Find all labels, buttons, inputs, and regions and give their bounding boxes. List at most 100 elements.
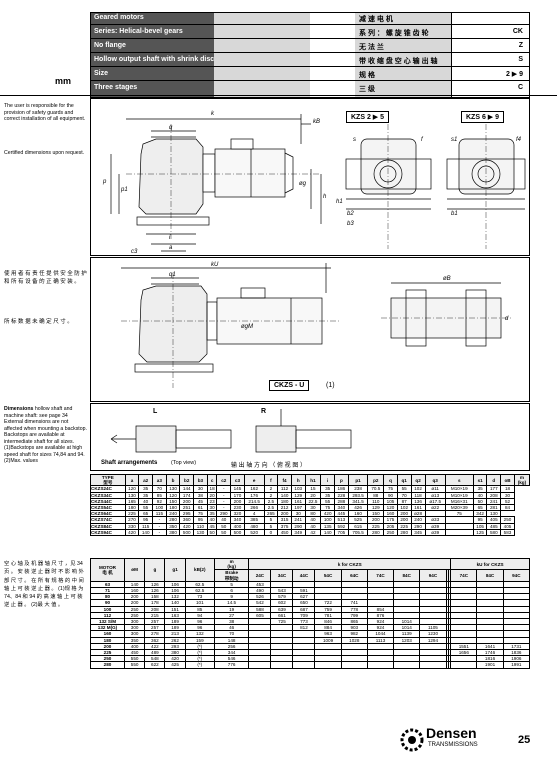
table-cell: 62.5 (184, 580, 215, 589)
header-en: Size (94, 70, 109, 77)
table-cell: 420 (124, 528, 140, 537)
header-en: No flange (94, 42, 126, 49)
header-row: No flange 无 法 兰 Z (91, 41, 529, 53)
table-cell: 45 (193, 497, 208, 506)
table-cell: 52 (500, 497, 515, 506)
table-cell: 405 (500, 522, 515, 530)
g1-header: g1 (164, 558, 186, 582)
table-cell: 18 (500, 485, 515, 493)
table-cell: (*) (184, 655, 215, 663)
table-header-cell: s (444, 473, 474, 487)
table-header-cell: c2 (216, 473, 232, 487)
dim-h1: h1 (336, 199, 343, 205)
table-cell: M10×19 (444, 485, 474, 493)
table-cell: 0 (263, 528, 279, 537)
unit-label: mm (55, 76, 72, 86)
table-cell (248, 661, 272, 669)
table-cell: 615 (347, 522, 369, 530)
table-cell: 150 (367, 510, 385, 518)
dim-s1: s1 (451, 137, 458, 143)
table-cell (292, 661, 316, 669)
arrangement-r: R (261, 408, 267, 415)
table-cell: 280 (367, 528, 385, 537)
table-cell: 500 (230, 528, 245, 537)
dim-oB: øB (443, 276, 451, 282)
table-cell (450, 661, 478, 669)
table-cell: 293 (164, 642, 186, 651)
kU-col-header: 94C (502, 569, 531, 582)
table-cell: (*) (184, 661, 215, 669)
table-cell: 580 (486, 528, 502, 537)
dim-b2: b2 (347, 211, 354, 217)
k-col-header: 64C (340, 569, 368, 582)
motor-header: MOTOR 电 机 (90, 558, 125, 582)
gearmotor-drawing (110, 114, 526, 252)
header-code: S (518, 56, 523, 63)
table-cell (444, 528, 474, 537)
table-cell: 40 (304, 516, 322, 524)
table-cell: 500 (179, 528, 195, 537)
table-header-cell: i (320, 473, 336, 487)
table-header-cell: f (263, 473, 279, 487)
dim-gM: øgM (241, 324, 253, 330)
table-cell: M20×39 (444, 503, 474, 512)
dim-h: h (323, 194, 327, 200)
table-cell: CKZS34C (90, 491, 126, 499)
table-cell: 238 (347, 485, 369, 493)
table-header-cell: p (334, 473, 349, 487)
table-header-cell: a3 (152, 473, 167, 487)
table-cell: - (152, 528, 167, 537)
table-cell: 776 (213, 661, 250, 669)
page-number: 25 (518, 734, 531, 746)
k-col-header: 44C (292, 569, 316, 582)
table-cell: 106 (164, 580, 186, 589)
dimensions-note-cn: 空 心 轴 及 机 器 轴 尺 寸 ，见 34 页 。 安 装 逆 止 器 时 … (4, 561, 84, 609)
table-cell: 520 (243, 528, 265, 537)
header-code: 2 ▶ 9 (505, 71, 523, 78)
table-cell: 189 (164, 624, 186, 632)
ckzs-u-note: (1) (326, 382, 335, 389)
table-cell: 200 (367, 516, 385, 524)
header-row: Geared motors 减 速 电 机 (91, 13, 529, 25)
table-cell: 129 (367, 503, 385, 512)
table-cell: 380 (165, 528, 181, 537)
dimensions-note: Dimensions hollow shaft and machine shaf… (4, 406, 88, 465)
arrangement-l: L (153, 408, 158, 415)
dim-g: øg (299, 181, 307, 187)
table-cell: 225 (367, 522, 385, 530)
table-cell: 96 (184, 618, 215, 626)
table-cell: 189 (164, 618, 186, 626)
table-cell: 341.5 (347, 497, 369, 506)
table-cell: 96 (184, 624, 215, 632)
table-cell: 130 (486, 510, 502, 518)
k-col-header: 94C (419, 569, 447, 582)
table-cell: 22.5 (304, 497, 322, 506)
table-cell: 1731 (502, 642, 531, 651)
dim-f4: f4 (516, 137, 522, 143)
header-row: Hollow output shaft with shrink disc 带 收… (91, 55, 529, 67)
table-cell: CKZS54C (90, 503, 126, 512)
table-cell: 140 (164, 599, 186, 607)
header-code: Z (518, 42, 523, 49)
table-cell: 62.5 (184, 586, 215, 595)
brake-header: Brake 带制动 (213, 569, 250, 582)
table-cell: 75 (444, 510, 474, 518)
table-cell: 101 (184, 599, 215, 607)
header-en: Three stages (94, 84, 138, 91)
table-cell: CKZS94C (90, 528, 126, 537)
dim-i: i (169, 235, 171, 241)
kU-group-header: kU for CKZS (450, 557, 530, 571)
table-cell: 162 (243, 485, 265, 493)
table-cell: 30 (193, 485, 208, 493)
header-cn: 规 格 (359, 72, 375, 79)
table-header-cell: q2 (410, 473, 426, 487)
table-cell: 380 (164, 649, 186, 657)
table-header-cell: b (165, 473, 181, 487)
table-cell (393, 661, 421, 669)
dim-p1: p1 (121, 187, 128, 193)
header-code: C (517, 84, 523, 91)
